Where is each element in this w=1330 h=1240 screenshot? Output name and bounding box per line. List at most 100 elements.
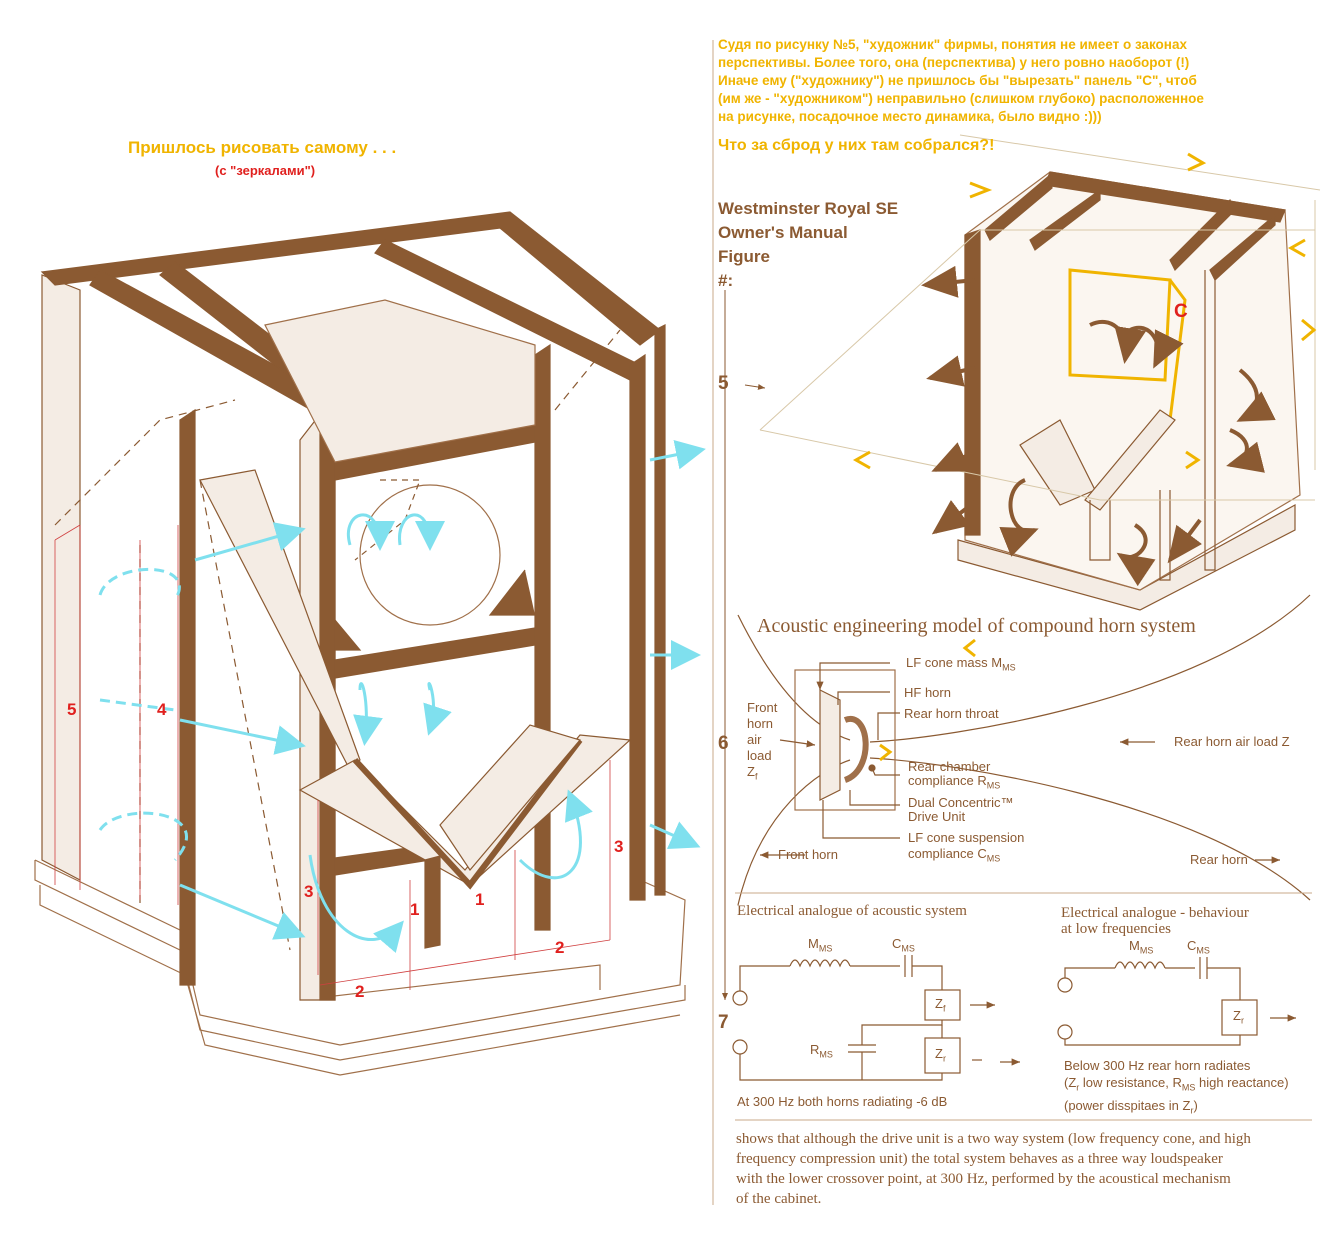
left-subtitle: (с "зеркалами") [215, 163, 316, 178]
rear-chamber-line: Rear chamber [908, 759, 991, 774]
rear-chamber-line: compliance R [908, 773, 987, 788]
dual-line: Dual Concentric™ [908, 795, 1014, 810]
footer-line: of the cabinet. [736, 1191, 822, 1207]
manual-title-line: Figure [718, 247, 770, 266]
front-air-line: air [747, 732, 762, 747]
elec2-m: M [1129, 938, 1140, 953]
label-5-left: 5 [67, 700, 77, 719]
elec1-m-sub: MS [818, 943, 833, 954]
elec1-m-label: MMS [808, 936, 832, 954]
lf-susp-line: LF cone suspension [908, 830, 1025, 845]
figure-number-5: 5 [718, 373, 729, 394]
elec1-zf-label: Zf [935, 996, 945, 1014]
elec2-caption-part: (power disspitaes in Z [1064, 1097, 1191, 1113]
front-horn-label: Front horn [778, 847, 838, 862]
right-cabinet-drawing [759, 134, 1321, 611]
elec2-caption-part: ) [1193, 1097, 1198, 1113]
elec1-zr-sub: r [942, 1053, 946, 1064]
elec1-c-sub: MS [901, 943, 915, 954]
elec2-title-line: at low frequencies [1061, 921, 1171, 937]
lf-susp-line: compliance C [908, 846, 987, 861]
elec2-caption-line: Below 300 Hz rear horn radiates [1064, 1058, 1251, 1073]
rear-air-load-label: Rear horn air load Z [1174, 734, 1290, 749]
front-air-sub: f [754, 771, 758, 782]
comment-line: перспективы. Более того, она (перспектив… [718, 55, 1190, 70]
elec1-caption: At 300 Hz both horns radiating -6 dB [737, 1094, 948, 1109]
elec2-m-sub: MS [1139, 945, 1154, 956]
label-3-left: 3 [304, 882, 314, 901]
left-airflow-arrows [98, 439, 706, 953]
elec1-z: Z [935, 1046, 943, 1061]
elec2-caption: Below 300 Hz rear horn radiates (Zr low … [1064, 1057, 1289, 1119]
acoustic-title: Acoustic engineering model of compound h… [757, 615, 1196, 637]
manual-title-line: Owner's Manual [718, 223, 848, 242]
rear-chamber-label: Rear chamber compliance RMS [908, 760, 1000, 793]
dual-line: Drive Unit [908, 809, 966, 824]
label-3-right: 3 [614, 837, 624, 856]
elec1-c-label: CMS [892, 936, 915, 954]
dual-concentric-label: Dual Concentric™ Drive Unit [908, 796, 1014, 824]
footer-line: with the lower crossover point, at 300 H… [736, 1171, 1231, 1187]
left-title: Пришлось рисовать самому . . . [128, 138, 397, 157]
elec2-z-label: Zr [1233, 1008, 1244, 1026]
front-air-line: load [747, 748, 772, 763]
right-airflow-arrows [921, 265, 1276, 587]
label-1-right: 1 [475, 890, 485, 909]
comment-line: на рисунке, посадочное место динамика, б… [718, 109, 1102, 124]
elec2-caption-part: high reactance) [1195, 1075, 1289, 1090]
elec1-r-sub: MS [819, 1049, 833, 1060]
elec2-caption-part: low resistance, R [1079, 1075, 1182, 1090]
front-air-line: Front [747, 700, 778, 715]
elec1-c: C [892, 936, 902, 951]
lf-suspension-label: LF cone suspension compliance CMS [908, 830, 1024, 867]
comment-line: (им же - "художником") неправильно (слиш… [718, 91, 1204, 106]
left-cabinet-drawing [34, 211, 686, 1076]
front-air-load-label: Front horn air load Zf [747, 700, 777, 785]
elec1-title: Electrical analogue of acoustic system [737, 903, 967, 919]
rear-horn-label: Rear horn [1190, 852, 1248, 867]
comment-line: Иначе ему ("художнику") не пришлось бы "… [718, 73, 1197, 88]
footer-line: frequency compression unit) the total sy… [736, 1151, 1223, 1167]
elec2-c-sub: MS [1196, 945, 1210, 956]
circuit-1 [732, 955, 1020, 1081]
elec2-c-label: CMS [1187, 938, 1210, 956]
elec2-caption-sub: r [1190, 1105, 1194, 1116]
comment-line: Судя по рисунку №5, "художник" фирмы, по… [718, 37, 1187, 52]
label-2-right: 2 [555, 938, 565, 957]
elec2-c: C [1187, 938, 1197, 953]
elec2-caption-part: (Z [1064, 1075, 1077, 1090]
elec1-z: Z [935, 996, 943, 1011]
elec2-caption-sub: MS [1181, 1082, 1196, 1093]
lf-mass-text: LF cone mass M [906, 655, 1003, 670]
lf-cone-mass-label: LF cone mass MMS [906, 655, 1016, 673]
manual-title-line: #: [718, 271, 734, 290]
rear-chamber-sub: MS [986, 780, 1001, 791]
perspective-chevrons [852, 152, 1317, 658]
elec2-caption-sub: r [1076, 1082, 1080, 1093]
elec2-title-line: Electrical analogue - behaviour [1061, 905, 1249, 921]
circuit-2 [1057, 957, 1296, 1046]
elec1-r: R [810, 1042, 820, 1057]
elec2-z-sub: r [1240, 1015, 1244, 1026]
manual-title: Westminster Royal SE Owner's Manual Figu… [718, 197, 898, 293]
front-air-z: Z [747, 764, 755, 779]
label-4-left: 4 [157, 700, 167, 719]
manual-title-line: Westminster Royal SE [718, 199, 899, 218]
figure-number-7: 7 [718, 1012, 729, 1033]
elec1-zr-label: Zr [935, 1046, 946, 1064]
elec2-z: Z [1233, 1008, 1241, 1023]
footer-line: shows that although the drive unit is a … [736, 1131, 1251, 1147]
elec2-title: Electrical analogue - behaviour at low f… [1061, 905, 1249, 937]
footer-paragraph: shows that although the drive unit is a … [736, 1129, 1251, 1209]
lf-susp-sub: MS [986, 853, 1001, 864]
front-air-line: horn [747, 716, 774, 731]
figure-number-6: 6 [718, 733, 729, 754]
comment-question: Что за сброд у них там собрался?! [718, 137, 995, 154]
label-1-left: 1 [410, 900, 420, 919]
hf-horn-label: HF horn [904, 685, 951, 700]
rear-throat-label: Rear horn throat [904, 706, 999, 721]
elec1-m: M [808, 936, 819, 951]
elec2-m-label: MMS [1129, 938, 1153, 956]
acoustic-model [737, 594, 1311, 906]
